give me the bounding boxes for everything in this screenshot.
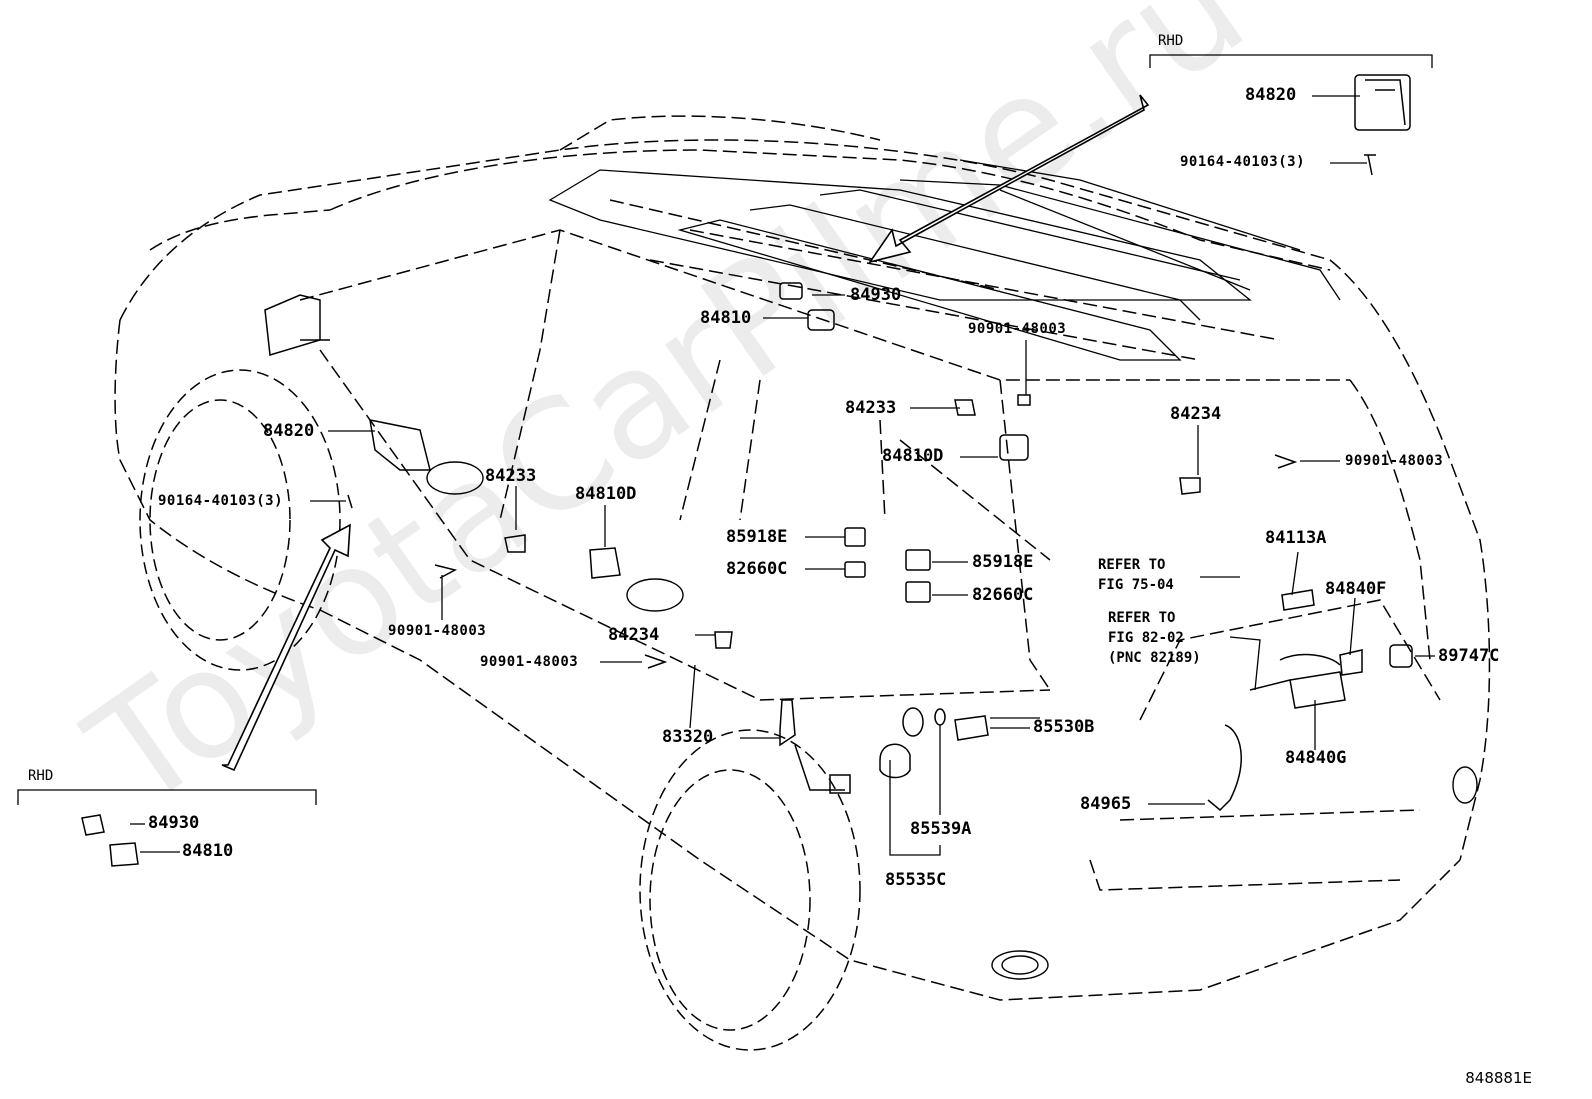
part-85535C — [879, 743, 911, 779]
part-84810D-l — [589, 547, 621, 579]
label-90901-c[interactable]: 90901-48003 — [388, 623, 487, 639]
label-85539A[interactable]: 85539A — [910, 819, 972, 839]
wheels — [139, 369, 861, 1051]
part-90164-left — [347, 494, 353, 509]
part-84810D-r — [999, 434, 1029, 461]
part-85918E-a — [844, 527, 866, 547]
part-84930-mid — [779, 282, 803, 300]
label-90901-b[interactable]: 90901-48003 — [1345, 453, 1444, 469]
part-85539A — [902, 707, 924, 737]
part-89747C — [1389, 644, 1413, 668]
refer-note-75-04: REFER TO FIG 75-04 — [1098, 558, 1174, 592]
label-90901-d[interactable]: 90901-48003 — [480, 654, 579, 670]
label-85535C[interactable]: 85535C — [885, 870, 947, 890]
part-85918E-b — [905, 549, 931, 571]
label-90164-top[interactable]: 90164-40103(3) — [1180, 154, 1306, 170]
rhd-bracket-top — [1149, 54, 1433, 68]
part-90901-d — [644, 654, 668, 669]
label-84810D-l[interactable]: 84810D — [575, 484, 637, 504]
label-84810D-r[interactable]: 84810D — [882, 446, 944, 466]
part-84810-rhd — [109, 842, 139, 867]
label-84233-r[interactable]: 84233 — [845, 398, 897, 418]
part-82660C-a — [844, 561, 866, 578]
part-90901-b — [1274, 454, 1298, 469]
part-84113A — [1281, 589, 1315, 611]
door-handle-rear — [626, 578, 684, 612]
figure-code: 848881E — [1465, 1069, 1532, 1087]
door-handle-front — [426, 461, 484, 495]
arrow-left — [221, 523, 351, 772]
part-90164-top — [1364, 154, 1376, 176]
part-84840G — [1289, 671, 1346, 709]
rear-reflector — [1452, 766, 1478, 804]
label-84810-mid[interactable]: 84810 — [700, 308, 752, 328]
label-85918E-a[interactable]: 85918E — [726, 527, 788, 547]
label-82660C-b[interactable]: 82660C — [972, 585, 1034, 605]
fog-lamp — [991, 950, 1049, 980]
label-85530B[interactable]: 85530B — [1033, 717, 1095, 737]
part-glyphs — [81, 74, 1413, 867]
label-84965[interactable]: 84965 — [1080, 794, 1132, 814]
part-84234-l — [714, 631, 733, 649]
label-84820-top[interactable]: 84820 — [1245, 85, 1297, 105]
refer-note-75-04-line2: FIG 75-04 — [1098, 577, 1174, 593]
leader-lines — [130, 95, 1435, 856]
part-84820-top — [1354, 74, 1411, 131]
refer-note-75-04-line1: REFER TO — [1098, 557, 1166, 573]
part-84234-r — [1179, 477, 1201, 495]
side-mirror — [264, 294, 321, 356]
label-90901-a[interactable]: 90901-48003 — [968, 321, 1067, 337]
part-84930-rhd — [81, 814, 105, 836]
label-84810-rhd[interactable]: 84810 — [182, 841, 234, 861]
refer-note-82-02-line1: REFER TO — [1108, 610, 1176, 626]
label-84233-l[interactable]: 84233 — [485, 466, 537, 486]
label-82660C-a[interactable]: 82660C — [726, 559, 788, 579]
part-83320 — [779, 699, 796, 747]
part-85530B — [954, 715, 989, 741]
part-84840F — [1339, 649, 1363, 676]
refer-note-82-02-line3: (PNC 82189) — [1108, 650, 1201, 666]
label-84840G[interactable]: 84840G — [1285, 748, 1347, 768]
label-84234-r[interactable]: 84234 — [1170, 404, 1222, 424]
arrow-top — [868, 94, 1150, 264]
label-84113A[interactable]: 84113A — [1265, 528, 1327, 548]
part-84810-mid — [807, 309, 835, 331]
label-85918E-b[interactable]: 85918E — [972, 552, 1034, 572]
car-body-outline — [114, 115, 1491, 1001]
refer-note-82-02-line2: FIG 82-02 — [1108, 630, 1184, 646]
part-84965 — [1207, 724, 1242, 812]
label-89747C[interactable]: 89747C — [1438, 646, 1500, 666]
part-82660C-b — [905, 581, 931, 603]
label-83320[interactable]: 83320 — [662, 727, 714, 747]
part-84820-left — [369, 419, 431, 471]
roof-details — [548, 159, 1341, 361]
refer-note-82-02: REFER TO FIG 82-02 (PNC 82189) — [1108, 611, 1201, 665]
part-90901-a — [1017, 394, 1031, 406]
label-84930-rhd[interactable]: 84930 — [148, 813, 200, 833]
label-84820-left[interactable]: 84820 — [263, 421, 315, 441]
part-84233-l — [504, 534, 526, 553]
rhd-bracket-bottom — [17, 789, 317, 805]
label-84930-mid[interactable]: 84930 — [850, 285, 902, 305]
rhd-label-bottom: RHD — [28, 768, 54, 784]
part-84233-r — [954, 399, 976, 416]
part-90901-c — [434, 564, 458, 579]
label-90164-left[interactable]: 90164-40103(3) — [158, 493, 284, 509]
label-84840F[interactable]: 84840F — [1325, 579, 1387, 599]
label-84234-l[interactable]: 84234 — [608, 625, 660, 645]
rhd-label-top: RHD — [1158, 33, 1184, 49]
